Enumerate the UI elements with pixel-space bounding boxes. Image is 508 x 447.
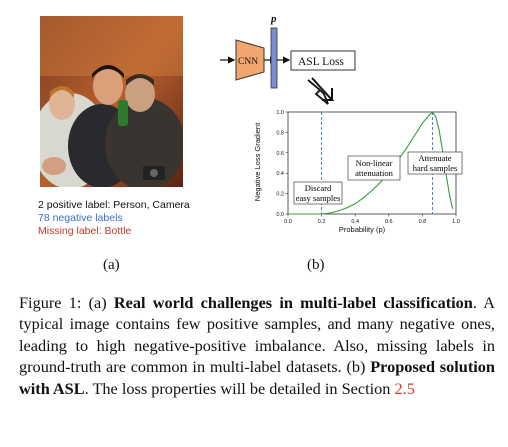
x-tick-label: 0.6 — [385, 219, 393, 225]
cnn-label: CNN — [238, 57, 258, 67]
annotation-discard-line2: easy samples — [296, 193, 341, 203]
annotation-nonlinear-line1: Non-linear — [356, 158, 393, 168]
photo-people-with-camera — [40, 16, 183, 187]
probability-vector — [270, 27, 278, 89]
y-tick-label: 1.0 — [276, 110, 284, 116]
annotation-attenuate-line2: hard samples — [413, 163, 458, 173]
negative-labels-text: 78 negative labels — [38, 212, 123, 224]
caption-b-bold: Proposed solution with ASL — [19, 357, 495, 398]
caption-a-bold: Real world challenges in multi-label cla… — [113, 293, 473, 312]
annotation-discard: Discard easy samples — [293, 181, 343, 205]
asl-pipeline-diagram: CNN p ASL Loss — [220, 13, 356, 105]
y-tick-label: 0.0 — [276, 212, 284, 218]
positive-labels-text: 2 positive label: Person, Camera — [38, 199, 190, 211]
annotation-attenuate-line1: Attenuate — [418, 153, 451, 163]
x-tick-label: 0.0 — [284, 219, 292, 225]
section-reference-link[interactable]: 2.5 — [394, 378, 415, 398]
y-tick-label: 0.6 — [276, 151, 284, 157]
asl-loss-box — [290, 50, 356, 71]
p-label: p — [270, 13, 277, 25]
caption-figure-number: Figure 1: — [19, 293, 82, 312]
asl-loss-label: ASL Loss — [298, 56, 344, 68]
annotation-nonlinear-line2: attenuation — [355, 168, 394, 178]
subfigure-b-label: (b) — [307, 257, 325, 273]
caption-a-text: . A typical image contains few positive … — [19, 293, 495, 377]
subfigure-a-label: (a) — [103, 257, 120, 273]
x-tick-label: 0.4 — [351, 219, 359, 225]
figure-caption: Figure 1: (a) Real world challenges in m… — [19, 292, 495, 399]
x-tick-label: 0.8 — [419, 219, 427, 225]
missing-label-text: Missing label: Bottle — [38, 225, 132, 237]
annotation-discard-line1: Discard — [305, 183, 332, 193]
gradient-curve — [288, 111, 454, 215]
annotation-attenuate: Attenuate hard samples — [407, 151, 463, 175]
x-tick-label: 0.2 — [318, 219, 326, 225]
y-tick-label: 0.4 — [276, 171, 284, 177]
annotation-nonlinear: Non-linear attenuation — [347, 155, 401, 181]
caption-b-text: . The loss properties will be detailed i… — [84, 378, 391, 398]
cnn-block — [235, 39, 265, 81]
caption-b-tag: (b) — [346, 357, 366, 377]
curved-arrow-icon — [311, 77, 335, 101]
caption-a-tag: (a) — [88, 293, 107, 312]
x-axis-label: Probability (p) — [339, 225, 386, 234]
negative-loss-gradient-chart: 0.0 0.2 0.4 0.6 0.8 1.0 0.0 0.2 0.4 0.6 0.8 1.0 Neg… — [253, 110, 463, 234]
y-tick-label: 0.2 — [276, 192, 284, 198]
x-tick-label: 1.0 — [452, 219, 460, 225]
y-axis-label: Negative Loss Gradient — [253, 122, 262, 201]
y-tick-label: 0.8 — [276, 130, 284, 136]
